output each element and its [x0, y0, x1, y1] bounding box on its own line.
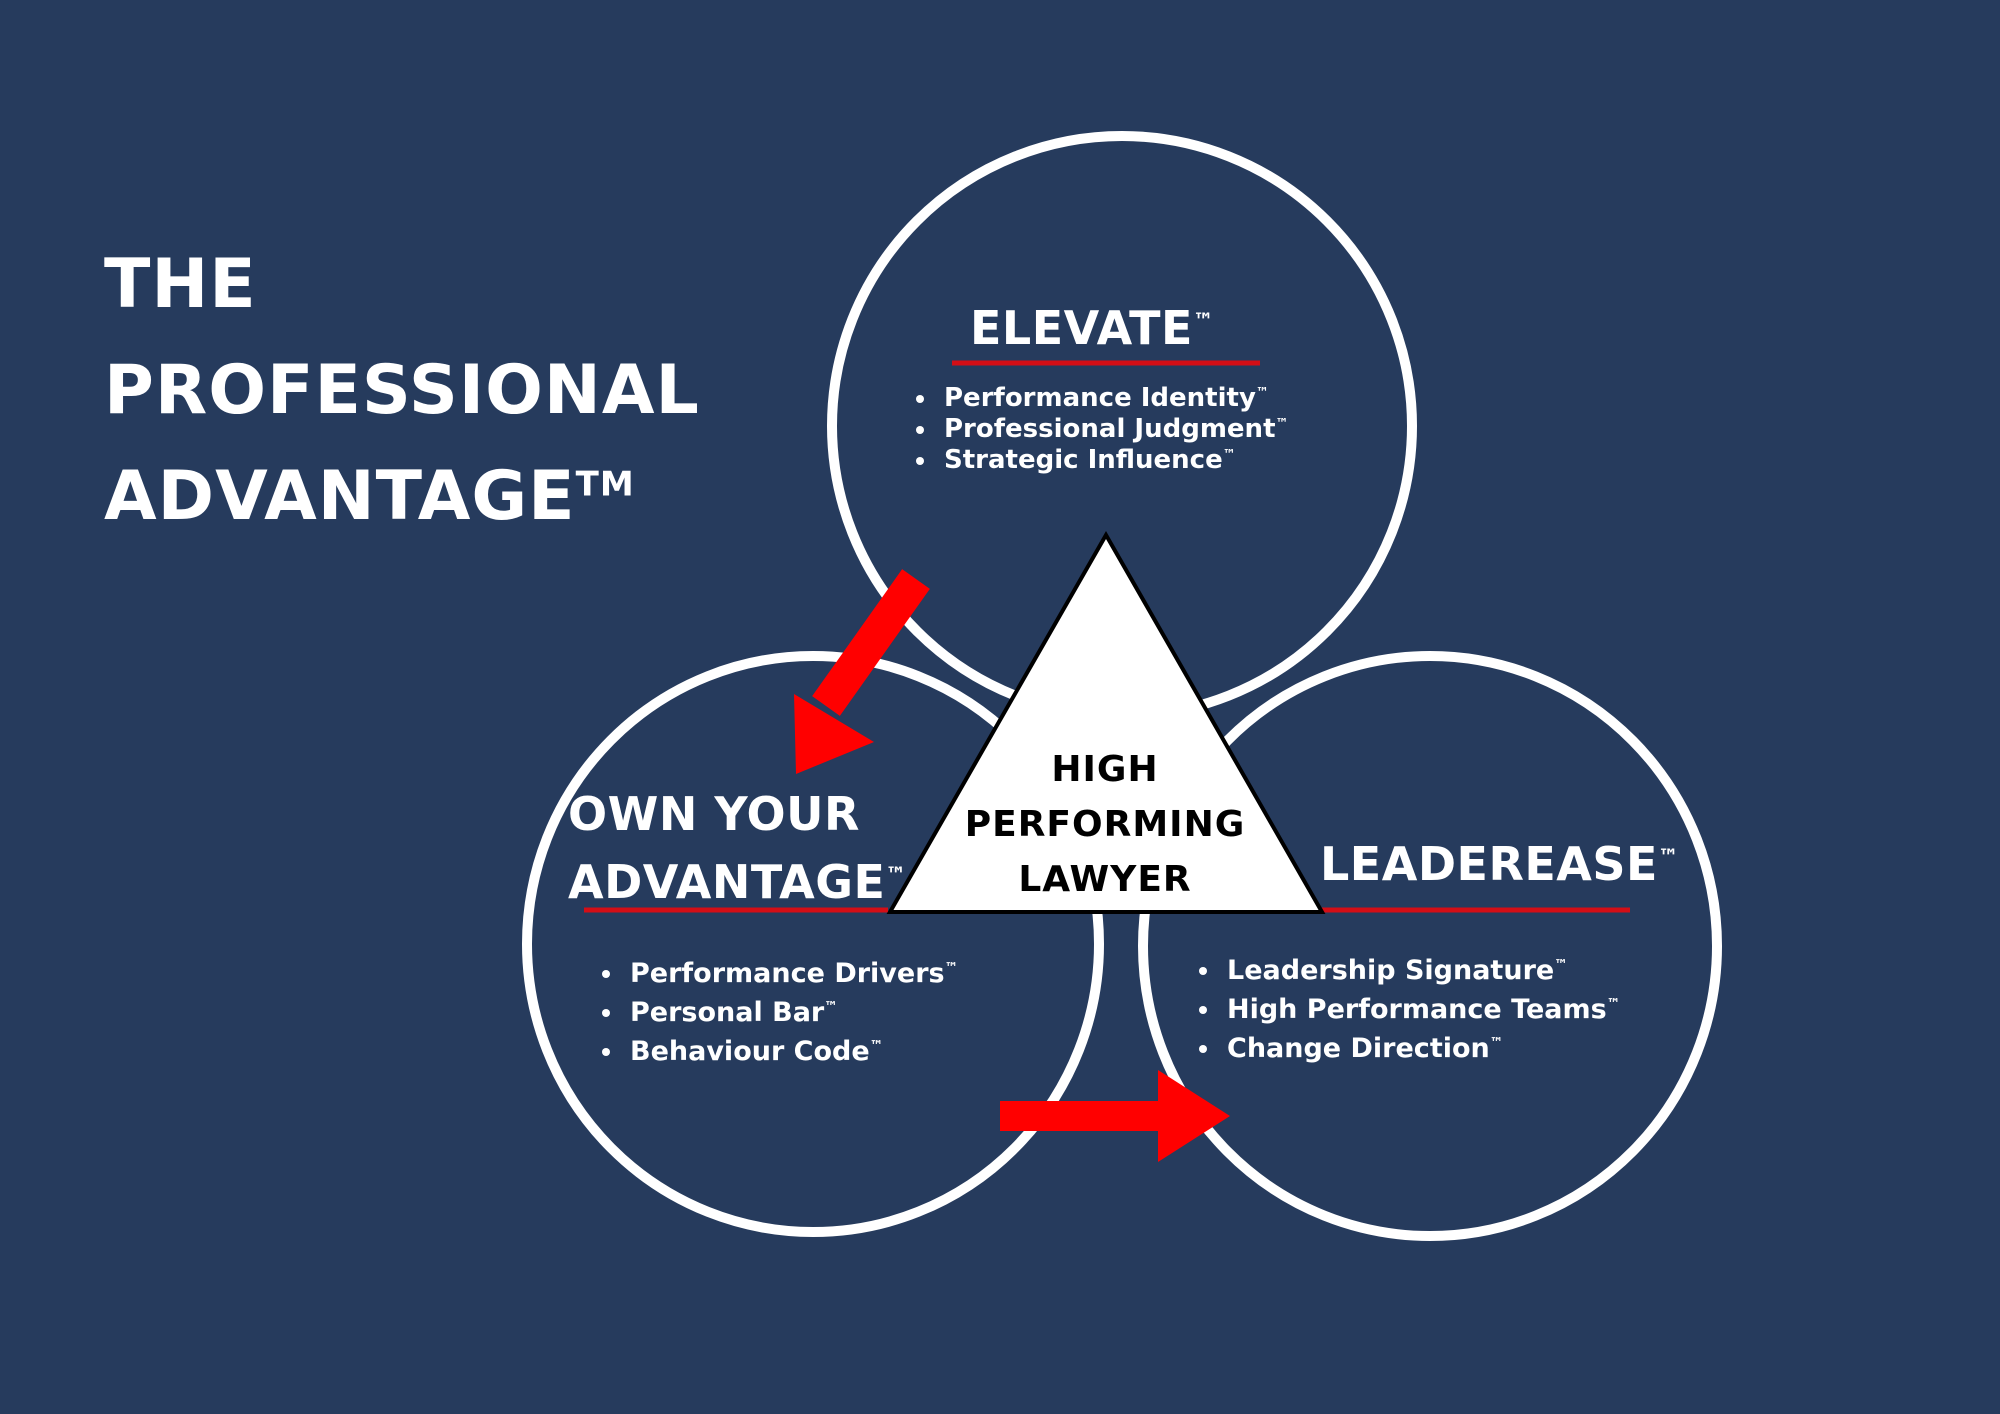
list-item: Performance Identity™ — [912, 383, 1289, 414]
own-trademark: ™ — [885, 862, 907, 887]
trademark: ™ — [1255, 385, 1269, 401]
list-item-text: Personal Bar — [630, 997, 825, 1028]
title-trademark: TM — [575, 464, 635, 505]
trademark: ™ — [1222, 447, 1236, 463]
list-item-text: Performance Drivers — [630, 958, 945, 989]
list-item: High Performance Teams™ — [1195, 990, 1620, 1029]
center-triangle — [886, 530, 1326, 914]
list-item-text: Performance Identity — [944, 383, 1256, 413]
circle-leaderease — [1138, 651, 1722, 1241]
list-item-text: Behaviour Code — [630, 1036, 870, 1067]
own-heading-line-1: OWN YOUR — [568, 787, 860, 841]
list-item: Strategic Influence™ — [912, 445, 1289, 476]
list-item-text: Leadership Signature — [1227, 955, 1555, 986]
list-item: Personal Bar™ — [598, 993, 958, 1032]
list-item: Performance Drivers™ — [598, 954, 958, 993]
page-title: THE PROFESSIONAL ADVANTAGETM — [104, 232, 700, 550]
list-item: Leadership Signature™ — [1195, 951, 1620, 990]
list-item-text: High Performance Teams — [1227, 994, 1607, 1025]
elevate-heading-text: ELEVATE — [970, 301, 1193, 355]
trademark: ™ — [1275, 416, 1289, 432]
trademark: ™ — [824, 999, 838, 1015]
circle-own-your-advantage — [522, 651, 1104, 1237]
own-your-advantage-item-list: Performance Drivers™ Personal Bar™ Behav… — [598, 954, 958, 1071]
own-heading-line-2: ADVANTAGE™ — [568, 848, 907, 916]
center-label-line-3: LAWYER — [1018, 859, 1192, 900]
center-label-line-1: HIGH — [1051, 749, 1159, 790]
list-item-text: Strategic Influence — [944, 445, 1223, 475]
title-line-2: PROFESSIONAL — [104, 351, 700, 430]
center-label: HIGH PERFORMING LAWYER — [955, 742, 1255, 907]
trademark: ™ — [1606, 996, 1621, 1012]
own-heading-line-2-text: ADVANTAGE — [568, 855, 886, 909]
leaderease-heading-text: LEADEREASE — [1320, 837, 1658, 891]
title-line-1: THE — [104, 245, 257, 324]
list-item: Professional Judgment™ — [912, 414, 1289, 445]
trademark: ™ — [1489, 1035, 1504, 1051]
leaderease-heading: LEADEREASE™ — [1320, 834, 1679, 894]
own-your-advantage-heading: OWN YOUR ADVANTAGE™ — [568, 780, 907, 916]
leaderease-trademark: ™ — [1657, 844, 1680, 869]
list-item: Behaviour Code™ — [598, 1032, 958, 1071]
list-item-text: Change Direction — [1227, 1033, 1490, 1064]
arrow-own-to-leaderease — [1000, 1070, 1230, 1162]
center-label-line-2: PERFORMING — [964, 804, 1246, 845]
elevate-item-list: Performance Identity™ Professional Judgm… — [912, 383, 1289, 476]
list-item-text: Professional Judgment — [944, 414, 1276, 444]
elevate-trademark: ™ — [1192, 308, 1215, 333]
arrow-elevate-to-own — [794, 569, 930, 774]
trademark: ™ — [1554, 957, 1568, 973]
leaderease-item-list: Leadership Signature™ High Performance T… — [1195, 951, 1620, 1068]
trademark: ™ — [944, 960, 959, 976]
list-item: Change Direction™ — [1195, 1029, 1620, 1068]
title-line-3: ADVANTAGETM — [104, 444, 700, 550]
title-line-3-text: ADVANTAGE — [104, 457, 576, 536]
trademark: ™ — [869, 1038, 884, 1054]
elevate-heading: ELEVATE™ — [970, 298, 1214, 358]
